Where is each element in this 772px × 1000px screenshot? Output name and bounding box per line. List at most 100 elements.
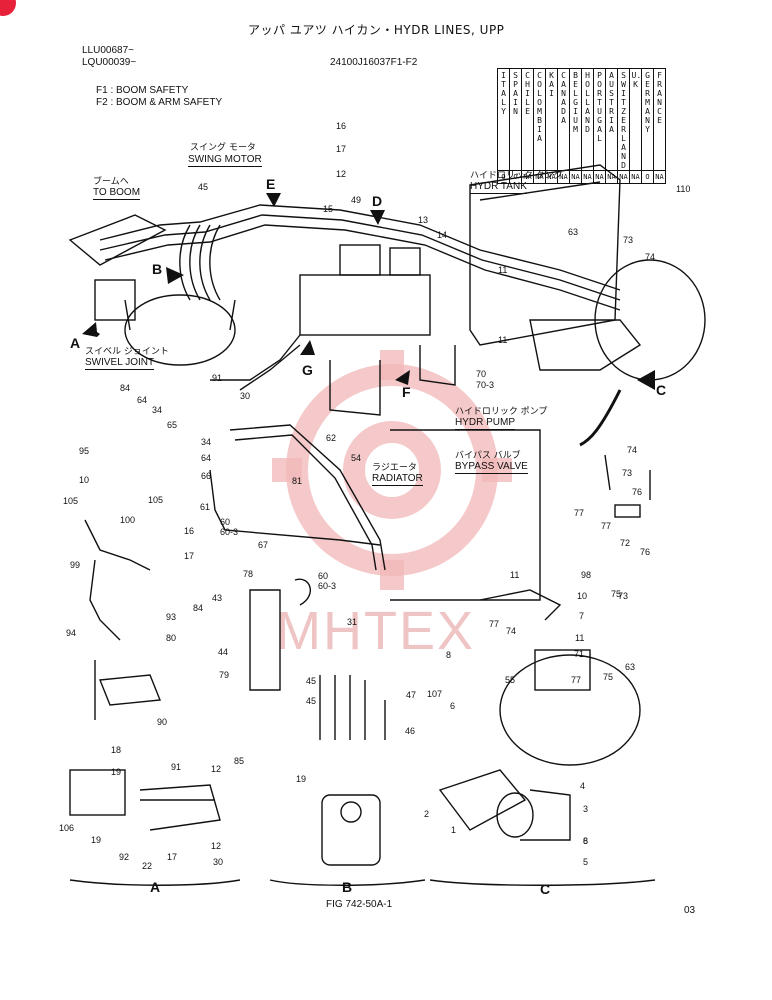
corner-marker: [0, 0, 16, 16]
country-name-cell: CANADA: [557, 68, 570, 171]
part-callout: 19: [111, 767, 122, 777]
part-callout: 75: [603, 672, 614, 682]
part-callout: 11: [575, 633, 585, 643]
legend-f2: F2 : BOOM & ARM SAFETY: [96, 97, 223, 108]
part-callout: 17: [167, 852, 178, 862]
part-callout: 67: [258, 540, 269, 550]
part-callout: 49: [351, 195, 362, 205]
part-callout: 110: [676, 184, 691, 194]
part-callout: 19: [296, 774, 307, 784]
country-name-cell: SWITZER LAND: [617, 68, 630, 171]
country-value-cell: NA: [581, 170, 594, 184]
part-callout: 74: [645, 252, 656, 262]
part-callout: 60-3: [318, 581, 337, 591]
country-name-cell: FRANCE: [653, 68, 666, 171]
to-boom-label-jp: ブームヘ: [93, 177, 129, 187]
view-letter-e: E: [266, 176, 276, 192]
part-callout: 80: [166, 633, 177, 643]
view-letter-f: F: [402, 384, 411, 400]
part-callout: 72: [620, 538, 631, 548]
part-callout: 106: [59, 823, 75, 833]
page-title: アッパ ユアツ ハイカン・HYDR LINES, UPP: [248, 23, 505, 37]
part-callout: 12: [211, 764, 222, 774]
part-callout: 76: [632, 487, 643, 497]
part-callout: 22: [142, 861, 153, 871]
part-callout: 91: [171, 762, 182, 772]
part-callout: 98: [581, 570, 592, 580]
section-c: C: [540, 881, 551, 897]
view-letter-d: D: [372, 193, 383, 209]
part-callout: 79: [219, 670, 230, 680]
part-callout: 105: [63, 496, 79, 506]
part-callout: 45: [198, 182, 209, 192]
watermark-text: MHTEX: [276, 601, 475, 661]
part-callout: 77: [571, 675, 582, 685]
serial-range-2: LQU00039~: [82, 57, 137, 68]
radiator-label-jp: ラジエータ: [372, 463, 417, 473]
part-callout: 12: [211, 841, 222, 851]
part-callout: 78: [243, 569, 254, 579]
part-callout: 107: [427, 689, 443, 699]
part-callout: 73: [618, 591, 629, 601]
part-callout: 73: [623, 235, 634, 245]
part-callout: 17: [184, 551, 195, 561]
part-callout: 61: [200, 502, 211, 512]
section-b: B: [342, 879, 353, 895]
part-callout: 70: [476, 369, 487, 379]
part-callout: 16: [336, 121, 347, 131]
hydr-tank-label: HYDR TANK: [470, 181, 527, 194]
serial-range-1: LLU00687~: [82, 45, 134, 56]
part-callout: 54: [351, 453, 362, 463]
bypass-valve-label: BYPASS VALVE: [455, 461, 528, 474]
part-callout: 64: [137, 395, 148, 405]
part-callout: 45: [306, 696, 317, 706]
hydr-pump-label: HYDR PUMP: [455, 417, 516, 430]
part-callout: 34: [152, 405, 163, 415]
part-callout: 60-3: [220, 527, 239, 537]
part-callout: 94: [66, 628, 77, 638]
part-code: 24100J16037F1-F2: [330, 57, 418, 68]
swing-motor-label: SWING MOTOR: [188, 154, 262, 167]
part-callout: 91: [212, 373, 223, 383]
part-callout: 62: [326, 433, 337, 443]
swivel-joint-label-jp: スイベル ジョイント: [85, 347, 169, 357]
swivel-joint-label: SWIVEL JOINT: [85, 357, 155, 370]
part-callout: 46: [405, 726, 416, 736]
view-letter-g: G: [302, 362, 313, 378]
part-callout: 6: [450, 701, 456, 711]
part-callout: 74: [627, 445, 638, 455]
view-letter-a: A: [70, 335, 81, 351]
part-callout: 93: [166, 612, 177, 622]
part-callout: 14: [437, 230, 448, 240]
part-callout: 43: [212, 593, 223, 603]
part-callout: 45: [306, 676, 317, 686]
part-callout: 30: [213, 857, 224, 867]
hydr-tank-label-jp: ハイドロリック タンク: [470, 171, 563, 181]
figure-number: FIG 742-50A-1: [326, 899, 393, 910]
part-callout: 8: [446, 650, 452, 660]
radiator-label: RADIATOR: [372, 473, 423, 486]
part-callout: 8: [583, 836, 589, 846]
country-value-cell: O: [641, 170, 654, 184]
part-callout: 1: [451, 825, 457, 835]
part-callout: 15: [323, 204, 334, 214]
part-callout: 95: [79, 446, 90, 456]
swing-motor-label-jp: スイング モータ: [190, 143, 256, 153]
part-callout: 65: [167, 420, 178, 430]
part-callout: 75: [611, 589, 622, 599]
part-callout: 73: [622, 468, 633, 478]
part-callout: 31: [347, 617, 358, 627]
part-callout: 70-3: [476, 380, 495, 390]
part-callout: 5: [583, 857, 589, 867]
bypass-valve-label-jp: バイパス バルブ: [455, 451, 521, 461]
part-callout: 81: [292, 476, 303, 486]
part-callout: 11: [510, 570, 520, 580]
to-boom-label: TO BOOM: [93, 187, 141, 200]
part-callout: 92: [119, 852, 130, 862]
part-callout: 16: [184, 526, 195, 536]
part-callout: 60: [318, 571, 329, 581]
part-callout: 17: [336, 144, 347, 154]
